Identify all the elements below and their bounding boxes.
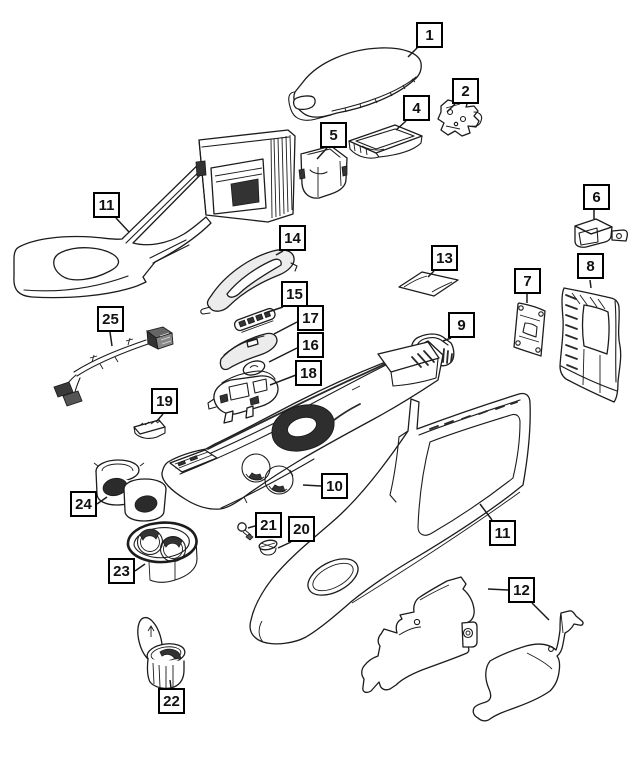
- part-bezel-drawing: [200, 249, 298, 315]
- leader-line: [275, 250, 284, 256]
- callout-11[interactable]: 11: [489, 520, 516, 546]
- callout-23[interactable]: 23: [108, 558, 135, 584]
- leader-line: [427, 270, 435, 278]
- leader-line: [109, 331, 113, 347]
- leader-line: [487, 588, 509, 591]
- callout-11[interactable]: 11: [93, 192, 120, 218]
- leader-line: [134, 563, 146, 572]
- part-wire-harness-drawing: [53, 326, 174, 407]
- part-mount-plate-drawing: [513, 302, 546, 357]
- part-console-upper-drawing: [13, 129, 296, 299]
- part-cover-drawing: [219, 332, 278, 371]
- leader-line: [442, 337, 452, 342]
- callout-16[interactable]: 16: [297, 332, 324, 358]
- callout-13[interactable]: 13: [431, 245, 458, 271]
- leader-line: [264, 306, 284, 314]
- leader-line: [395, 120, 407, 131]
- leader-line: [589, 279, 592, 289]
- part-storage-tray-drawing: [348, 124, 423, 159]
- part-armrest-lid-drawing: [288, 47, 422, 121]
- callout-24[interactable]: 24: [70, 491, 97, 517]
- callout-9[interactable]: 9: [448, 312, 475, 338]
- part-rear-panel-drawing: [559, 287, 622, 403]
- callout-4[interactable]: 4: [403, 95, 430, 121]
- part-console-base-drawing: [161, 340, 444, 510]
- callout-5[interactable]: 5: [320, 122, 347, 148]
- part-ashtray-drawing: [137, 616, 186, 697]
- leader-line: [96, 496, 108, 505]
- callout-2[interactable]: 2: [452, 78, 479, 104]
- leader-line: [115, 217, 130, 233]
- callout-8[interactable]: 8: [577, 253, 604, 279]
- leader-line: [277, 541, 292, 549]
- leader-line: [302, 484, 322, 487]
- callout-25[interactable]: 25: [97, 306, 124, 332]
- part-closeout-panel-left-drawing: [361, 576, 478, 694]
- part-latch-bracket-drawing: [437, 98, 483, 137]
- part-grommet-drawing: [258, 539, 278, 556]
- leader-lines: [96, 46, 595, 689]
- part-cupholder-liner-drawing: [93, 459, 167, 522]
- callout-18[interactable]: 18: [295, 360, 322, 386]
- callout-1[interactable]: 1: [416, 22, 443, 48]
- leader-line: [446, 103, 456, 113]
- leader-line: [269, 374, 297, 386]
- part-closeout-panel-right-drawing: [472, 610, 584, 722]
- callout-22[interactable]: 22: [158, 688, 185, 714]
- leader-line: [479, 503, 493, 521]
- part-cupholder-assembly-drawing: [126, 521, 198, 583]
- leader-line: [316, 147, 328, 160]
- part-small-tray-drawing: [133, 419, 166, 439]
- leader-line: [407, 46, 419, 58]
- callout-14[interactable]: 14: [279, 225, 306, 251]
- part-mat-drawing: [398, 271, 459, 297]
- leader-line: [268, 347, 298, 363]
- callout-15[interactable]: 15: [281, 281, 308, 307]
- callout-19[interactable]: 19: [151, 388, 178, 414]
- leader-line: [169, 679, 172, 689]
- callout-12[interactable]: 12: [508, 577, 535, 603]
- callout-6[interactable]: 6: [583, 184, 610, 210]
- leader-line: [273, 321, 298, 335]
- callout-10[interactable]: 10: [321, 473, 348, 499]
- part-bulb-drawing: [237, 522, 254, 541]
- part-bin-insert-drawing: [298, 145, 348, 199]
- leader-line: [531, 602, 550, 621]
- part-medallion-drawing: [242, 360, 266, 376]
- callout-21[interactable]: 21: [255, 512, 282, 538]
- callout-20[interactable]: 20: [288, 516, 315, 542]
- callout-7[interactable]: 7: [514, 268, 541, 294]
- part-module-drawing: [574, 218, 629, 248]
- leader-line: [155, 413, 164, 423]
- leader-line: [247, 525, 256, 529]
- part-side-panel-drawing: [249, 392, 531, 645]
- part-shifter-bracket-drawing: [207, 370, 279, 424]
- callout-17[interactable]: 17: [297, 305, 324, 331]
